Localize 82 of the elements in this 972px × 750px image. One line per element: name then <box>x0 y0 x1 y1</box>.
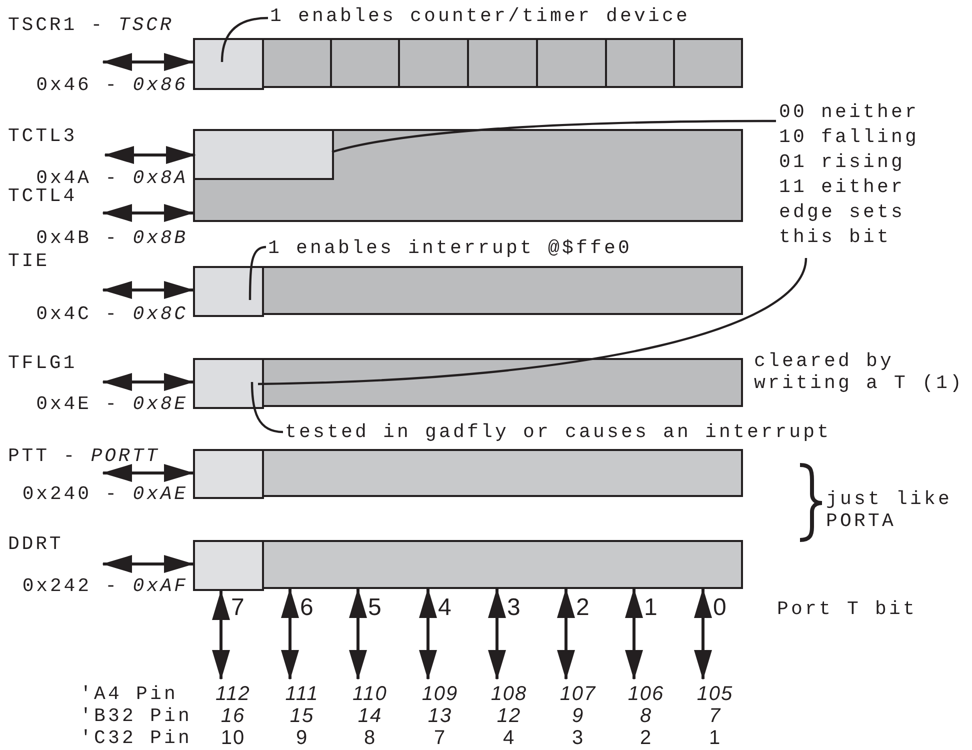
pin-number: 8 <box>362 727 378 749</box>
bit-field <box>193 449 264 499</box>
double-arrow <box>102 464 194 482</box>
register-address: 0x4E - 0x8E <box>36 393 188 415</box>
double-arrow <box>557 588 575 680</box>
register-address: TIE <box>8 250 50 272</box>
note-text: just like PORTA <box>826 488 954 532</box>
row-header: 'C32 Pin <box>80 727 192 749</box>
double-arrow <box>281 588 299 680</box>
double-arrow <box>349 588 367 680</box>
pin-number: 2 <box>638 727 654 749</box>
bit-number: 6 <box>300 597 314 619</box>
bit-field <box>193 540 264 591</box>
bit-number: 4 <box>438 597 452 619</box>
pin-number: 16 <box>220 705 246 727</box>
pin-number: 4 <box>502 727 516 749</box>
pin-number: 3 <box>570 727 586 749</box>
pin-number: 112 <box>214 683 252 705</box>
double-arrow <box>102 204 194 222</box>
leader-line <box>220 16 268 62</box>
double-arrow <box>102 281 194 299</box>
bit-number: 0 <box>713 597 726 619</box>
pin-number: 12 <box>496 705 522 727</box>
register-address: 0x4C - 0x8C <box>36 303 188 325</box>
double-arrow <box>625 588 643 680</box>
pin-number: 9 <box>294 727 310 749</box>
double-arrow <box>419 588 437 680</box>
double-arrow <box>488 588 506 680</box>
bit-field <box>193 358 264 409</box>
double-arrow <box>102 373 194 391</box>
register-address: TFLG1 <box>8 352 78 374</box>
row-header: 'A4 Pin <box>80 683 178 705</box>
note-text: 11 either edge sets this bit <box>779 175 906 250</box>
register-address: 0x46 - 0x86 <box>36 74 188 96</box>
pin-number: 109 <box>420 683 460 705</box>
note-text: 10 falling <box>779 125 920 150</box>
pin-number: 110 <box>352 683 388 705</box>
pin-number: 105 <box>696 683 734 705</box>
bit-field <box>193 38 264 90</box>
row-header: 'B32 Pin <box>80 705 192 727</box>
bit-number: 7 <box>231 597 244 619</box>
register-address: PTT - PORTT <box>8 445 160 467</box>
bit-field <box>193 266 264 317</box>
note-text: 01 rising <box>779 150 906 175</box>
pin-number: 15 <box>288 705 316 727</box>
pin-number: 13 <box>426 705 454 727</box>
bit-number: 2 <box>576 597 590 619</box>
double-arrow <box>104 146 196 164</box>
note-text: 1 enables interrupt @$ffe0 <box>268 236 632 261</box>
note-text: tested in gadfly or causes an interrupt <box>285 420 832 445</box>
register-address: DDRT <box>8 533 64 555</box>
bit-number: 3 <box>507 597 520 619</box>
note-text: cleared by writing a T (1) <box>754 350 966 394</box>
pin-number: 111 <box>284 683 320 705</box>
leader-line <box>258 258 808 386</box>
register-address: TSCR1 - TSCR <box>8 14 174 36</box>
note-text: 00 neither <box>779 100 920 125</box>
leader-line <box>250 382 284 434</box>
pin-number: 106 <box>626 683 666 705</box>
bit-number: 5 <box>368 597 382 619</box>
register-address: TCTL3 <box>8 125 78 147</box>
double-arrow <box>212 590 230 680</box>
bit-number: 1 <box>644 597 658 619</box>
double-arrow <box>694 588 712 680</box>
pin-number: 14 <box>356 705 384 727</box>
register-address: 0x240 - 0xAE <box>22 483 188 505</box>
pin-number: 1 <box>708 727 722 749</box>
note-text: 1 enables counter/timer device <box>270 4 690 29</box>
axis-caption: Port T bit <box>777 598 918 620</box>
pin-number: 9 <box>570 705 586 727</box>
pin-number: 10 <box>220 727 246 749</box>
double-arrow <box>102 555 194 573</box>
register-address: 0x4B - 0x8B <box>36 227 188 249</box>
double-arrow <box>102 53 194 71</box>
bit-field <box>195 131 334 180</box>
pin-number: 7 <box>708 705 722 727</box>
pin-number: 7 <box>432 727 448 749</box>
pin-number: 8 <box>638 705 654 727</box>
register-address: 0x242 - 0xAF <box>22 575 188 597</box>
pin-number: 108 <box>490 683 528 705</box>
leader-line <box>332 120 776 154</box>
pin-number: 107 <box>558 683 598 705</box>
